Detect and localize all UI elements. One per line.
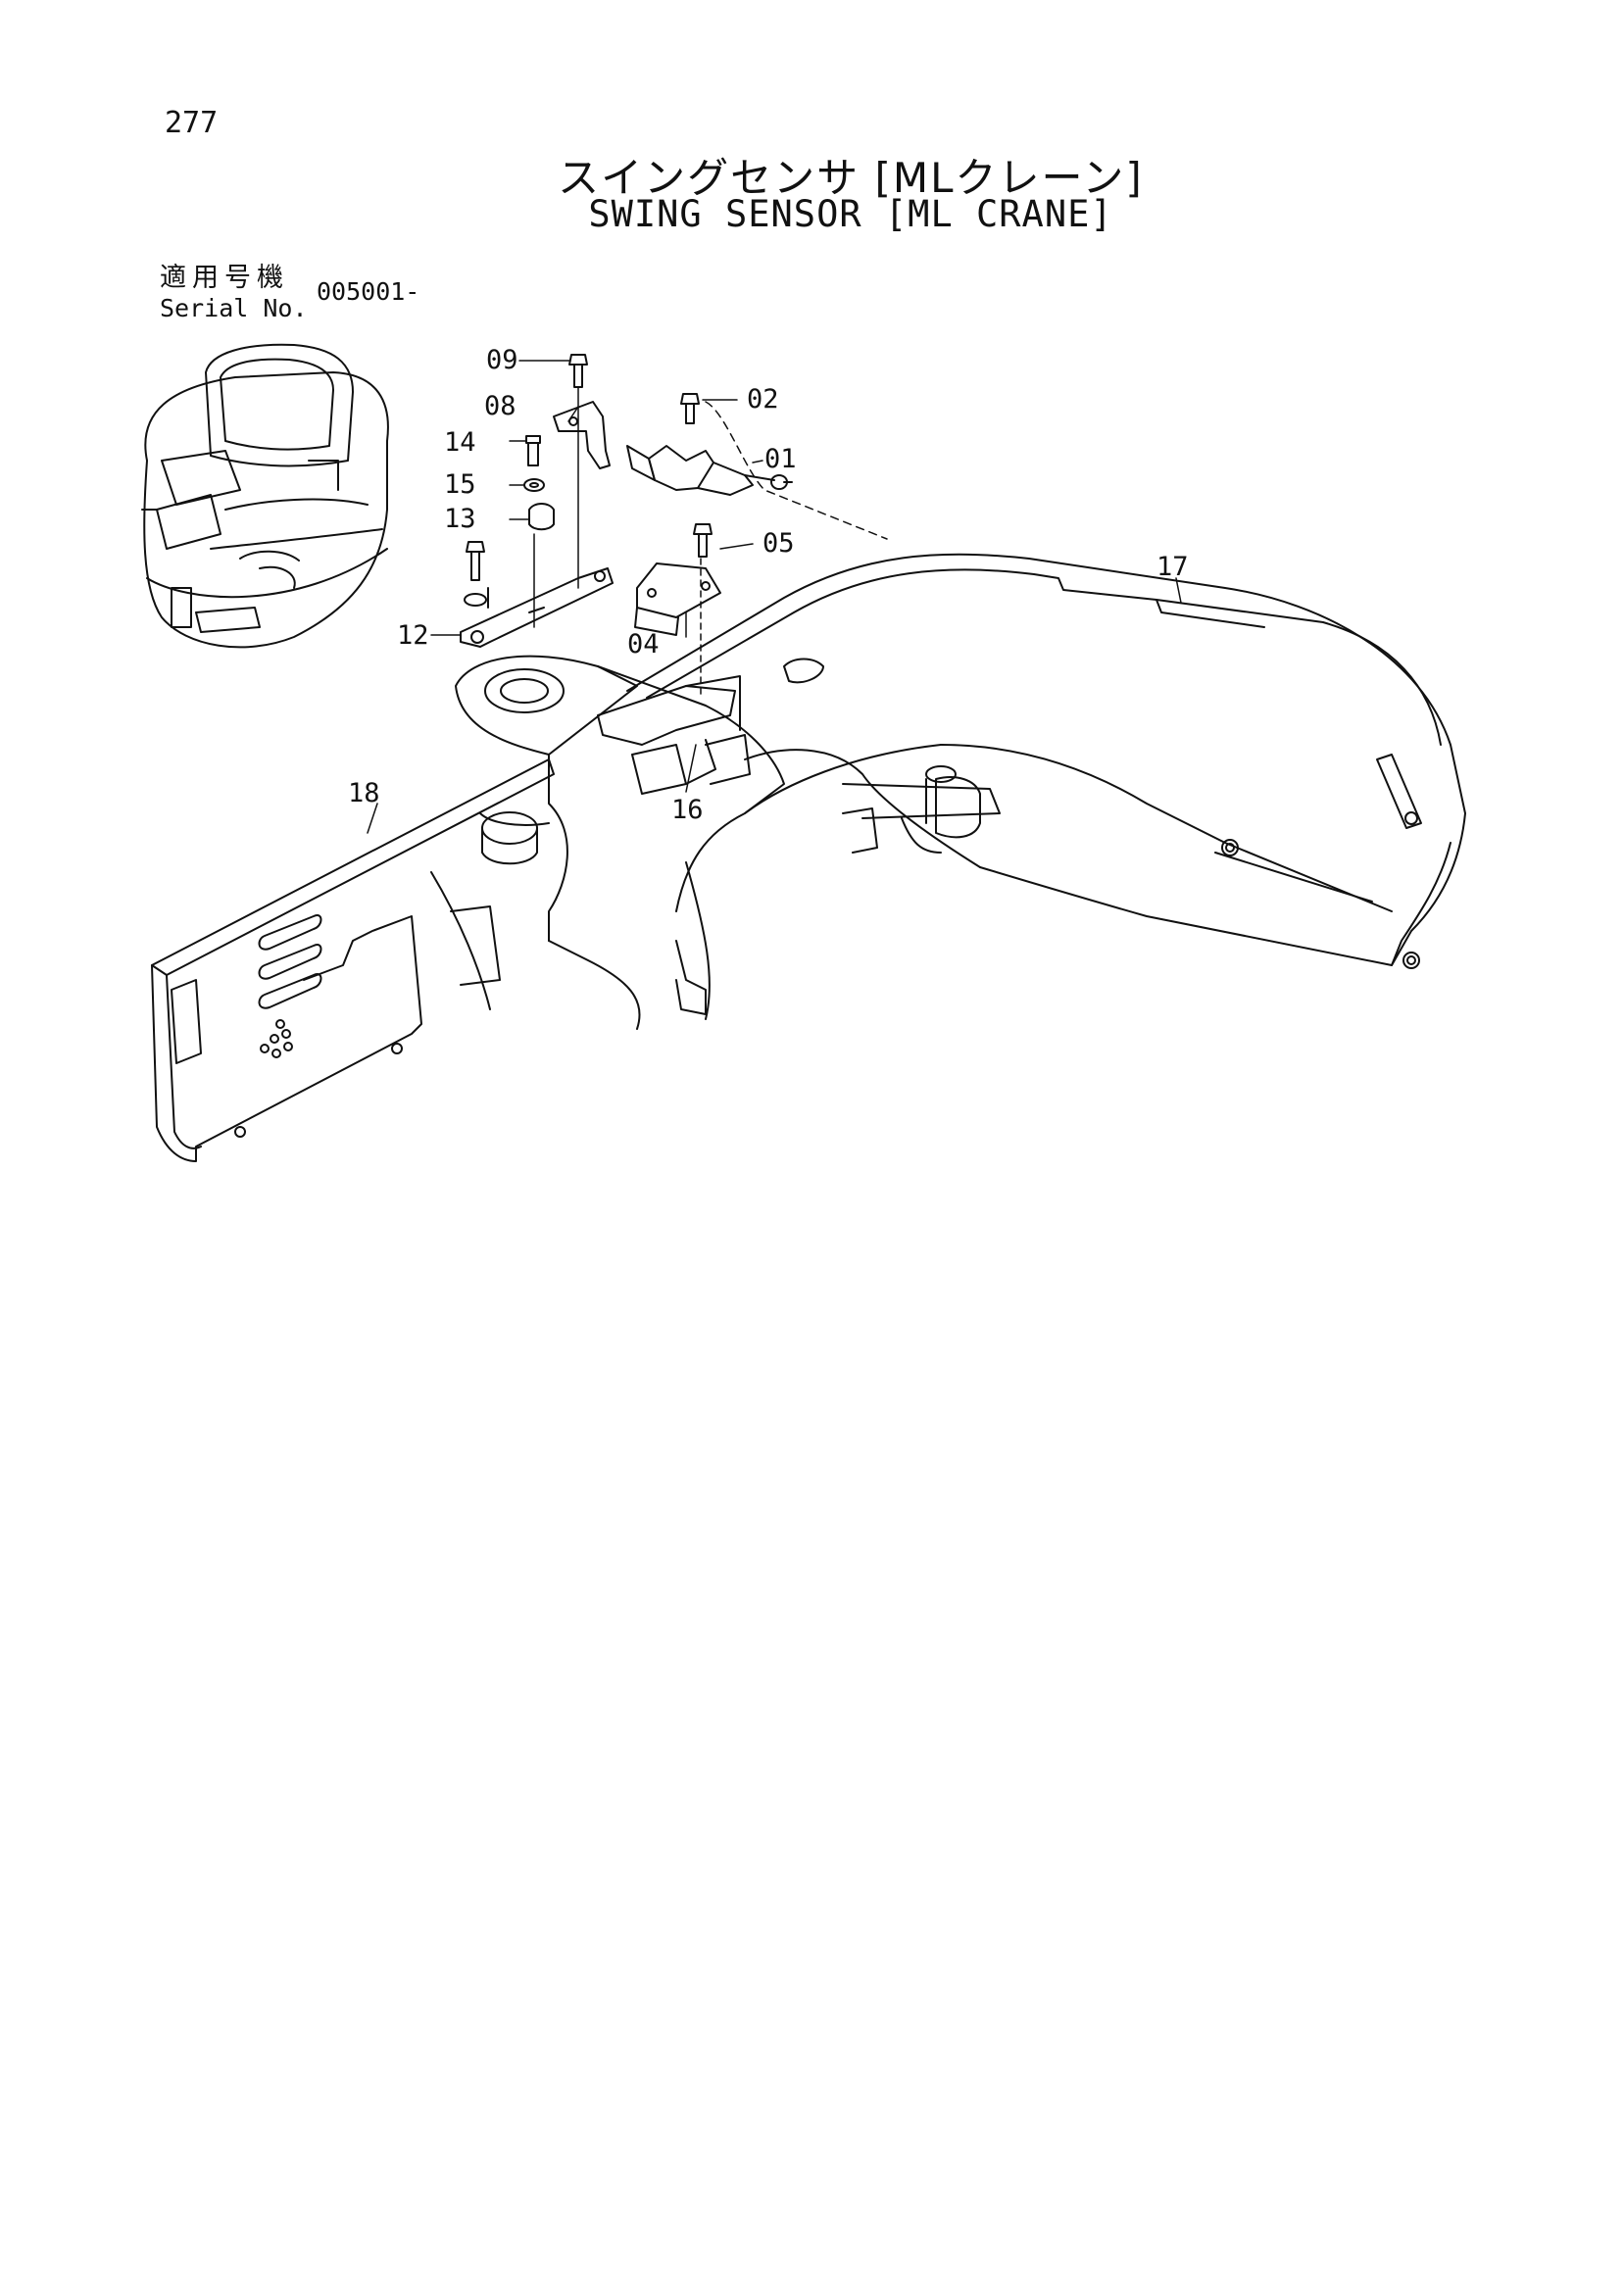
plate-12: [460, 567, 614, 648]
machine-overview-inset: [141, 343, 389, 649]
frame-panel-18: [151, 758, 555, 1162]
sensor-bracket-assembly: [597, 675, 1001, 854]
callout-15: 15: [444, 469, 476, 500]
bracket-04: [634, 562, 721, 636]
callout-labels: 09 08 14 15 13 12 02 01 05 04 16 17 18: [348, 345, 1189, 825]
callout-05: 05: [762, 528, 795, 559]
swing-frame: [430, 655, 942, 1030]
swing-sensor-01: [626, 445, 793, 496]
callout-18: 18: [348, 778, 380, 808]
callout-16: 16: [671, 795, 704, 825]
callout-12: 12: [397, 620, 429, 651]
callout-17: 17: [1156, 552, 1189, 582]
page-number: 277: [165, 106, 219, 140]
callout-01: 01: [764, 444, 797, 474]
serial-label-japanese: 適用号機: [160, 263, 289, 293]
callout-08: 08: [484, 391, 516, 421]
counterweight-cover-17: [626, 553, 1466, 969]
title-english: SWING SENSOR [ML CRANE]: [588, 193, 1113, 235]
bracket-08: [553, 401, 611, 469]
callout-02: 02: [747, 384, 779, 415]
title-japanese: スイングセンサ [MLクレーン]: [558, 154, 1144, 202]
serial-number-value: 005001-: [317, 277, 420, 306]
callout-09: 09: [486, 345, 518, 375]
callout-13: 13: [444, 504, 476, 534]
callout-14: 14: [444, 427, 476, 458]
callout-04: 04: [627, 629, 660, 659]
leader-lines: [367, 360, 1182, 834]
serial-label-english: Serial No.: [160, 294, 308, 322]
